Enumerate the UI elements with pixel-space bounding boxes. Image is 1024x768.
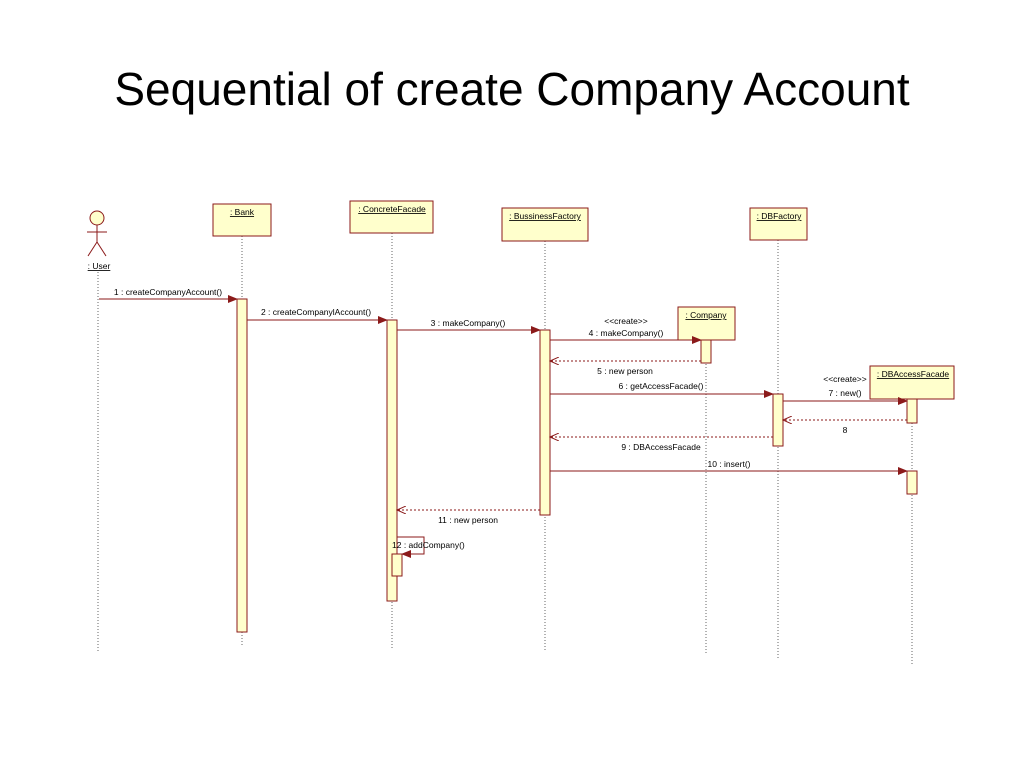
message-label-3: 3 : makeCompany() [431, 318, 506, 328]
object-label-bfactory: : BussinessFactory [509, 211, 582, 221]
object-box-bfactory [501, 207, 589, 242]
object-box-dbaccess [869, 365, 955, 400]
activation-facade-self [391, 553, 403, 577]
message-label-4: 4 : makeCompany() [589, 328, 664, 338]
activation-bfactory [539, 329, 551, 516]
object-label-facade: : ConcreteFacade [358, 204, 426, 214]
message-label-5: 5 : new person [597, 366, 653, 376]
actor-label: : User [88, 261, 111, 271]
object-label-dbfactory: : DBFactory [757, 211, 803, 221]
message-label-6: 6 : getAccessFacade() [618, 381, 703, 391]
object-label-dbaccess: : DBAccessFacade [877, 369, 950, 379]
page-title: Sequential of create Company Account [114, 63, 910, 115]
actor-user [87, 210, 107, 257]
activation-facade [386, 319, 398, 602]
message-arrow-12 [397, 536, 425, 558]
message-stereotype-7: <<create>> [823, 374, 867, 384]
message-stereotype-4: <<create>> [604, 316, 648, 326]
message-label-2: 2 : createCompanylAccount() [261, 307, 371, 317]
object-box-facade [349, 200, 434, 234]
message-label-12: 12 : addCompany() [392, 540, 465, 550]
message-label-9: 9 : DBAccessFacade [621, 442, 701, 452]
activation-dbaccess-1 [906, 398, 918, 424]
object-label-company: : Company [685, 310, 727, 320]
object-box-bank [212, 203, 272, 237]
object-label-bank: : Bank [230, 207, 255, 217]
object-box-dbfactory [749, 207, 808, 241]
message-label-10: 10 : insert() [708, 459, 751, 469]
user-icon [89, 210, 105, 226]
message-label-11: 11 : new person [438, 515, 498, 525]
message-label-8: 8 [843, 425, 848, 435]
message-label-1: 1 : createCompanyAccount() [114, 287, 222, 297]
message-label-7: 7 : new() [828, 388, 861, 398]
activation-bank [236, 298, 248, 633]
activation-dbfactory [772, 393, 784, 447]
activation-dbaccess-2 [906, 470, 918, 495]
activation-company [700, 339, 712, 364]
